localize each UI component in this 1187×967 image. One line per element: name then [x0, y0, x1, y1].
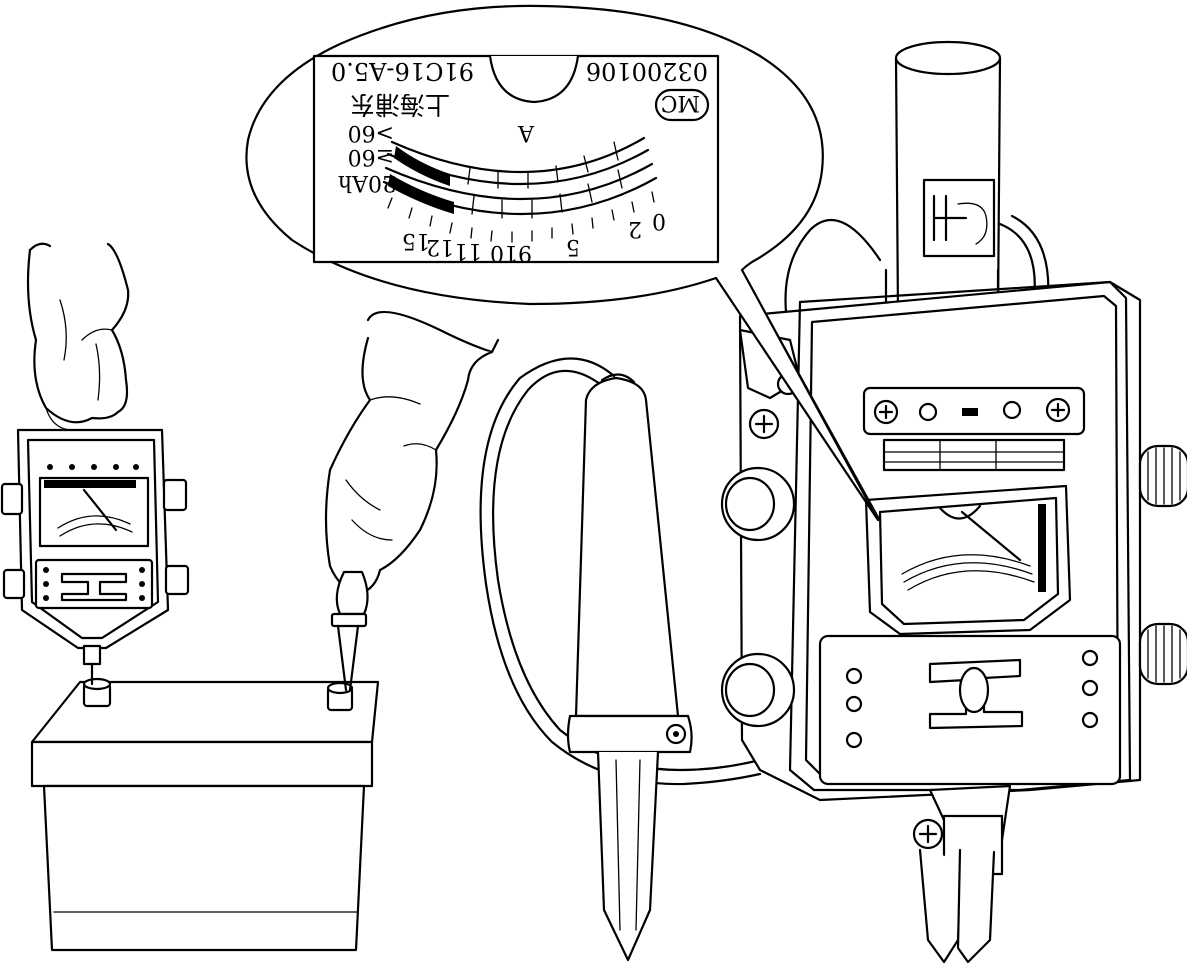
label-ge-60: ≥60 — [348, 144, 394, 169]
large-tester — [720, 40, 1187, 964]
scale-tick-12: 12 — [426, 234, 454, 259]
scale-tick-marks — [387, 191, 655, 243]
scale-tick-15: 15 — [402, 228, 430, 253]
scale-tick-9: 9 — [518, 240, 532, 265]
label-gt-60: >60 — [348, 120, 394, 145]
scale-tick-5: 5 — [566, 234, 580, 259]
mc-badge: MC — [654, 88, 710, 122]
scale-band-lower — [394, 146, 450, 186]
unit-symbol: A — [517, 120, 535, 145]
probe-and-cable — [479, 357, 762, 962]
right-hand-probe — [324, 310, 500, 692]
scale-tick-0: 0 — [652, 208, 666, 233]
left-hand — [26, 242, 130, 431]
left-scene — [0, 242, 500, 952]
scale-tick-2: 2 — [628, 216, 642, 241]
scale-band-upper — [388, 174, 454, 214]
manufacturer: 上海浦东 — [350, 90, 450, 119]
callout-bubble: 03200106 91C16-A5.0 上海浦东 MC A >60 ≥60 20… — [245, 4, 881, 522]
scale-tick-10: 10 — [490, 240, 518, 265]
scale-numbers: 0 2 5 9 10 11 12 15 — [402, 208, 666, 265]
small-tester — [0, 428, 190, 686]
battery — [30, 677, 380, 952]
scale-tick-11: 11 — [454, 238, 482, 263]
scale-segments — [467, 141, 623, 219]
meter-face-inset: 03200106 91C16-A5.0 上海浦东 MC A >60 ≥60 20… — [312, 54, 720, 265]
serial-number: 03200106 — [586, 57, 708, 85]
model-number: 91C16-A5.0 — [331, 57, 474, 85]
unit-mark: MC — [661, 90, 700, 115]
